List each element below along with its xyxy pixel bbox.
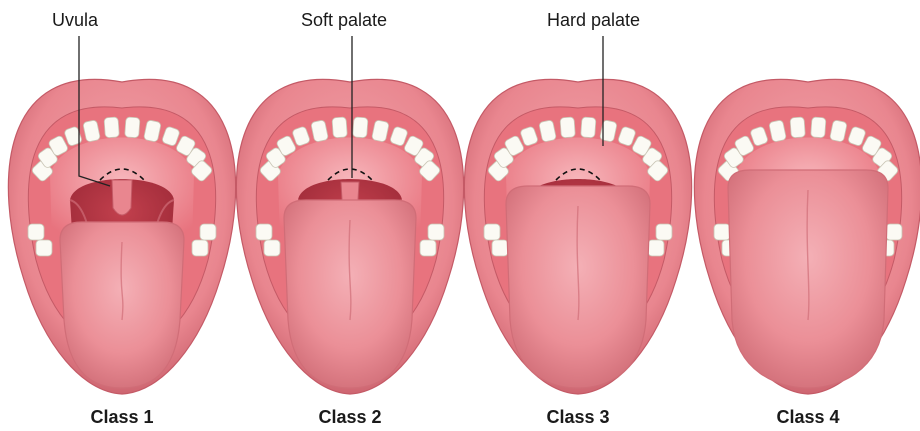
lower-tooth — [656, 224, 672, 240]
upper-tooth — [560, 117, 575, 138]
lower-tooth — [428, 224, 444, 240]
lower-tooth — [492, 240, 508, 256]
caption-class-1: Class 1 — [90, 407, 153, 427]
lower-tooth — [886, 224, 902, 240]
upper-tooth — [104, 117, 119, 138]
caption-class-4: Class 4 — [776, 407, 839, 427]
mouth-class-1 — [8, 79, 235, 394]
mouth-class-4 — [694, 79, 920, 394]
lower-tooth — [256, 224, 272, 240]
upper-tooth — [125, 117, 140, 138]
upper-tooth — [581, 117, 596, 138]
lower-tooth — [420, 240, 436, 256]
upper-tooth — [790, 117, 805, 138]
caption-class-2: Class 2 — [318, 407, 381, 427]
lower-tooth — [28, 224, 44, 240]
lower-tooth — [200, 224, 216, 240]
lower-tooth — [36, 240, 52, 256]
mouth-illustrations — [8, 79, 920, 394]
lower-tooth — [648, 240, 664, 256]
lower-tooth — [714, 224, 730, 240]
upper-tooth — [332, 117, 347, 138]
callout-uvula: Uvula — [52, 10, 99, 30]
callout-soft-palate: Soft palate — [301, 10, 387, 30]
mouth-class-3 — [464, 79, 691, 394]
callout-hard-palate: Hard palate — [547, 10, 640, 30]
mouth-class-2 — [236, 79, 463, 394]
lower-tooth — [484, 224, 500, 240]
caption-class-3: Class 3 — [546, 407, 609, 427]
lower-tooth — [192, 240, 208, 256]
lower-tooth — [264, 240, 280, 256]
upper-tooth — [811, 117, 826, 138]
uvula — [112, 180, 132, 215]
upper-tooth — [353, 117, 368, 138]
